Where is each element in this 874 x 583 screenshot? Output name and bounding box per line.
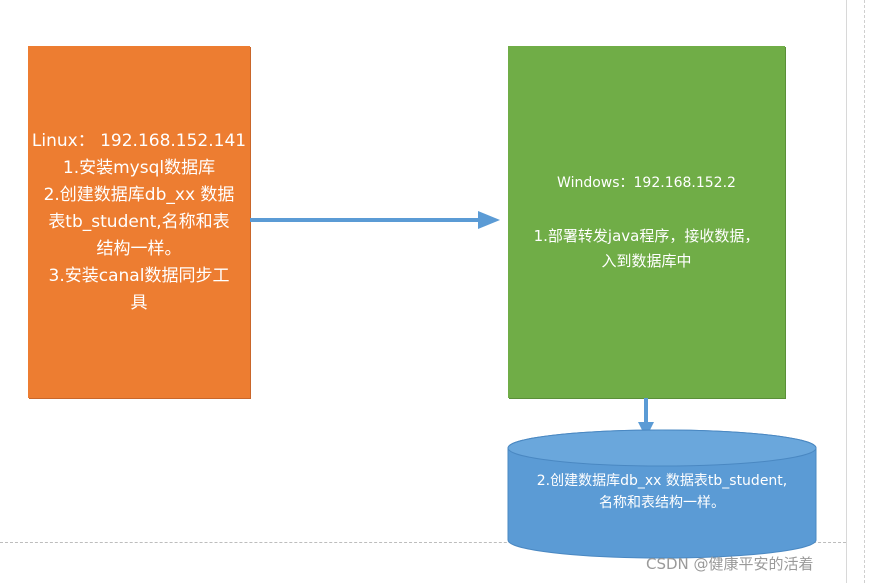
- windows-server-box: Windows：192.168.152.2 1.部署转发java程序，接收数据，…: [508, 46, 785, 398]
- linux-step-2b: 表tb_student,名称和表: [48, 211, 230, 232]
- page-margin-line: [864, 0, 865, 583]
- linux-step-2a: 2.创建数据库db_xx 数据: [43, 184, 235, 205]
- windows-step-1b: 入到数据库中: [601, 251, 692, 270]
- linux-server-box: Linux： 192.168.152.141 1.安装mysql数据库 2.创建…: [28, 46, 250, 398]
- linux-step-3a: 3.安装canal数据同步工: [48, 265, 230, 286]
- page-edge-line: [846, 0, 847, 583]
- database-top: [507, 429, 817, 467]
- windows-step-1a: 1.部署转发java程序，接收数据，: [533, 226, 760, 245]
- database-line-1: 2.创建数据库db_xx 数据表tb_student,: [536, 473, 788, 489]
- database-label: 2.创建数据库db_xx 数据表tb_student, 名称和表结构一样。: [508, 470, 816, 514]
- page-break-line: [0, 542, 846, 543]
- csdn-watermark: CSDN @健康平安的活着: [646, 555, 814, 573]
- database-line-2: 名称和表结构一样。: [599, 495, 725, 511]
- database-cylinder: [507, 429, 817, 559]
- linux-step-3b: 具: [130, 292, 148, 313]
- linux-ip-label: Linux： 192.168.152.141: [31, 130, 247, 151]
- linux-step-1: 1.安装mysql数据库: [62, 157, 216, 178]
- linux-step-2c: 结构一样。: [96, 238, 182, 259]
- linux-to-windows-arrowhead: [478, 211, 500, 229]
- windows-ip-label: Windows：192.168.152.2: [557, 174, 736, 191]
